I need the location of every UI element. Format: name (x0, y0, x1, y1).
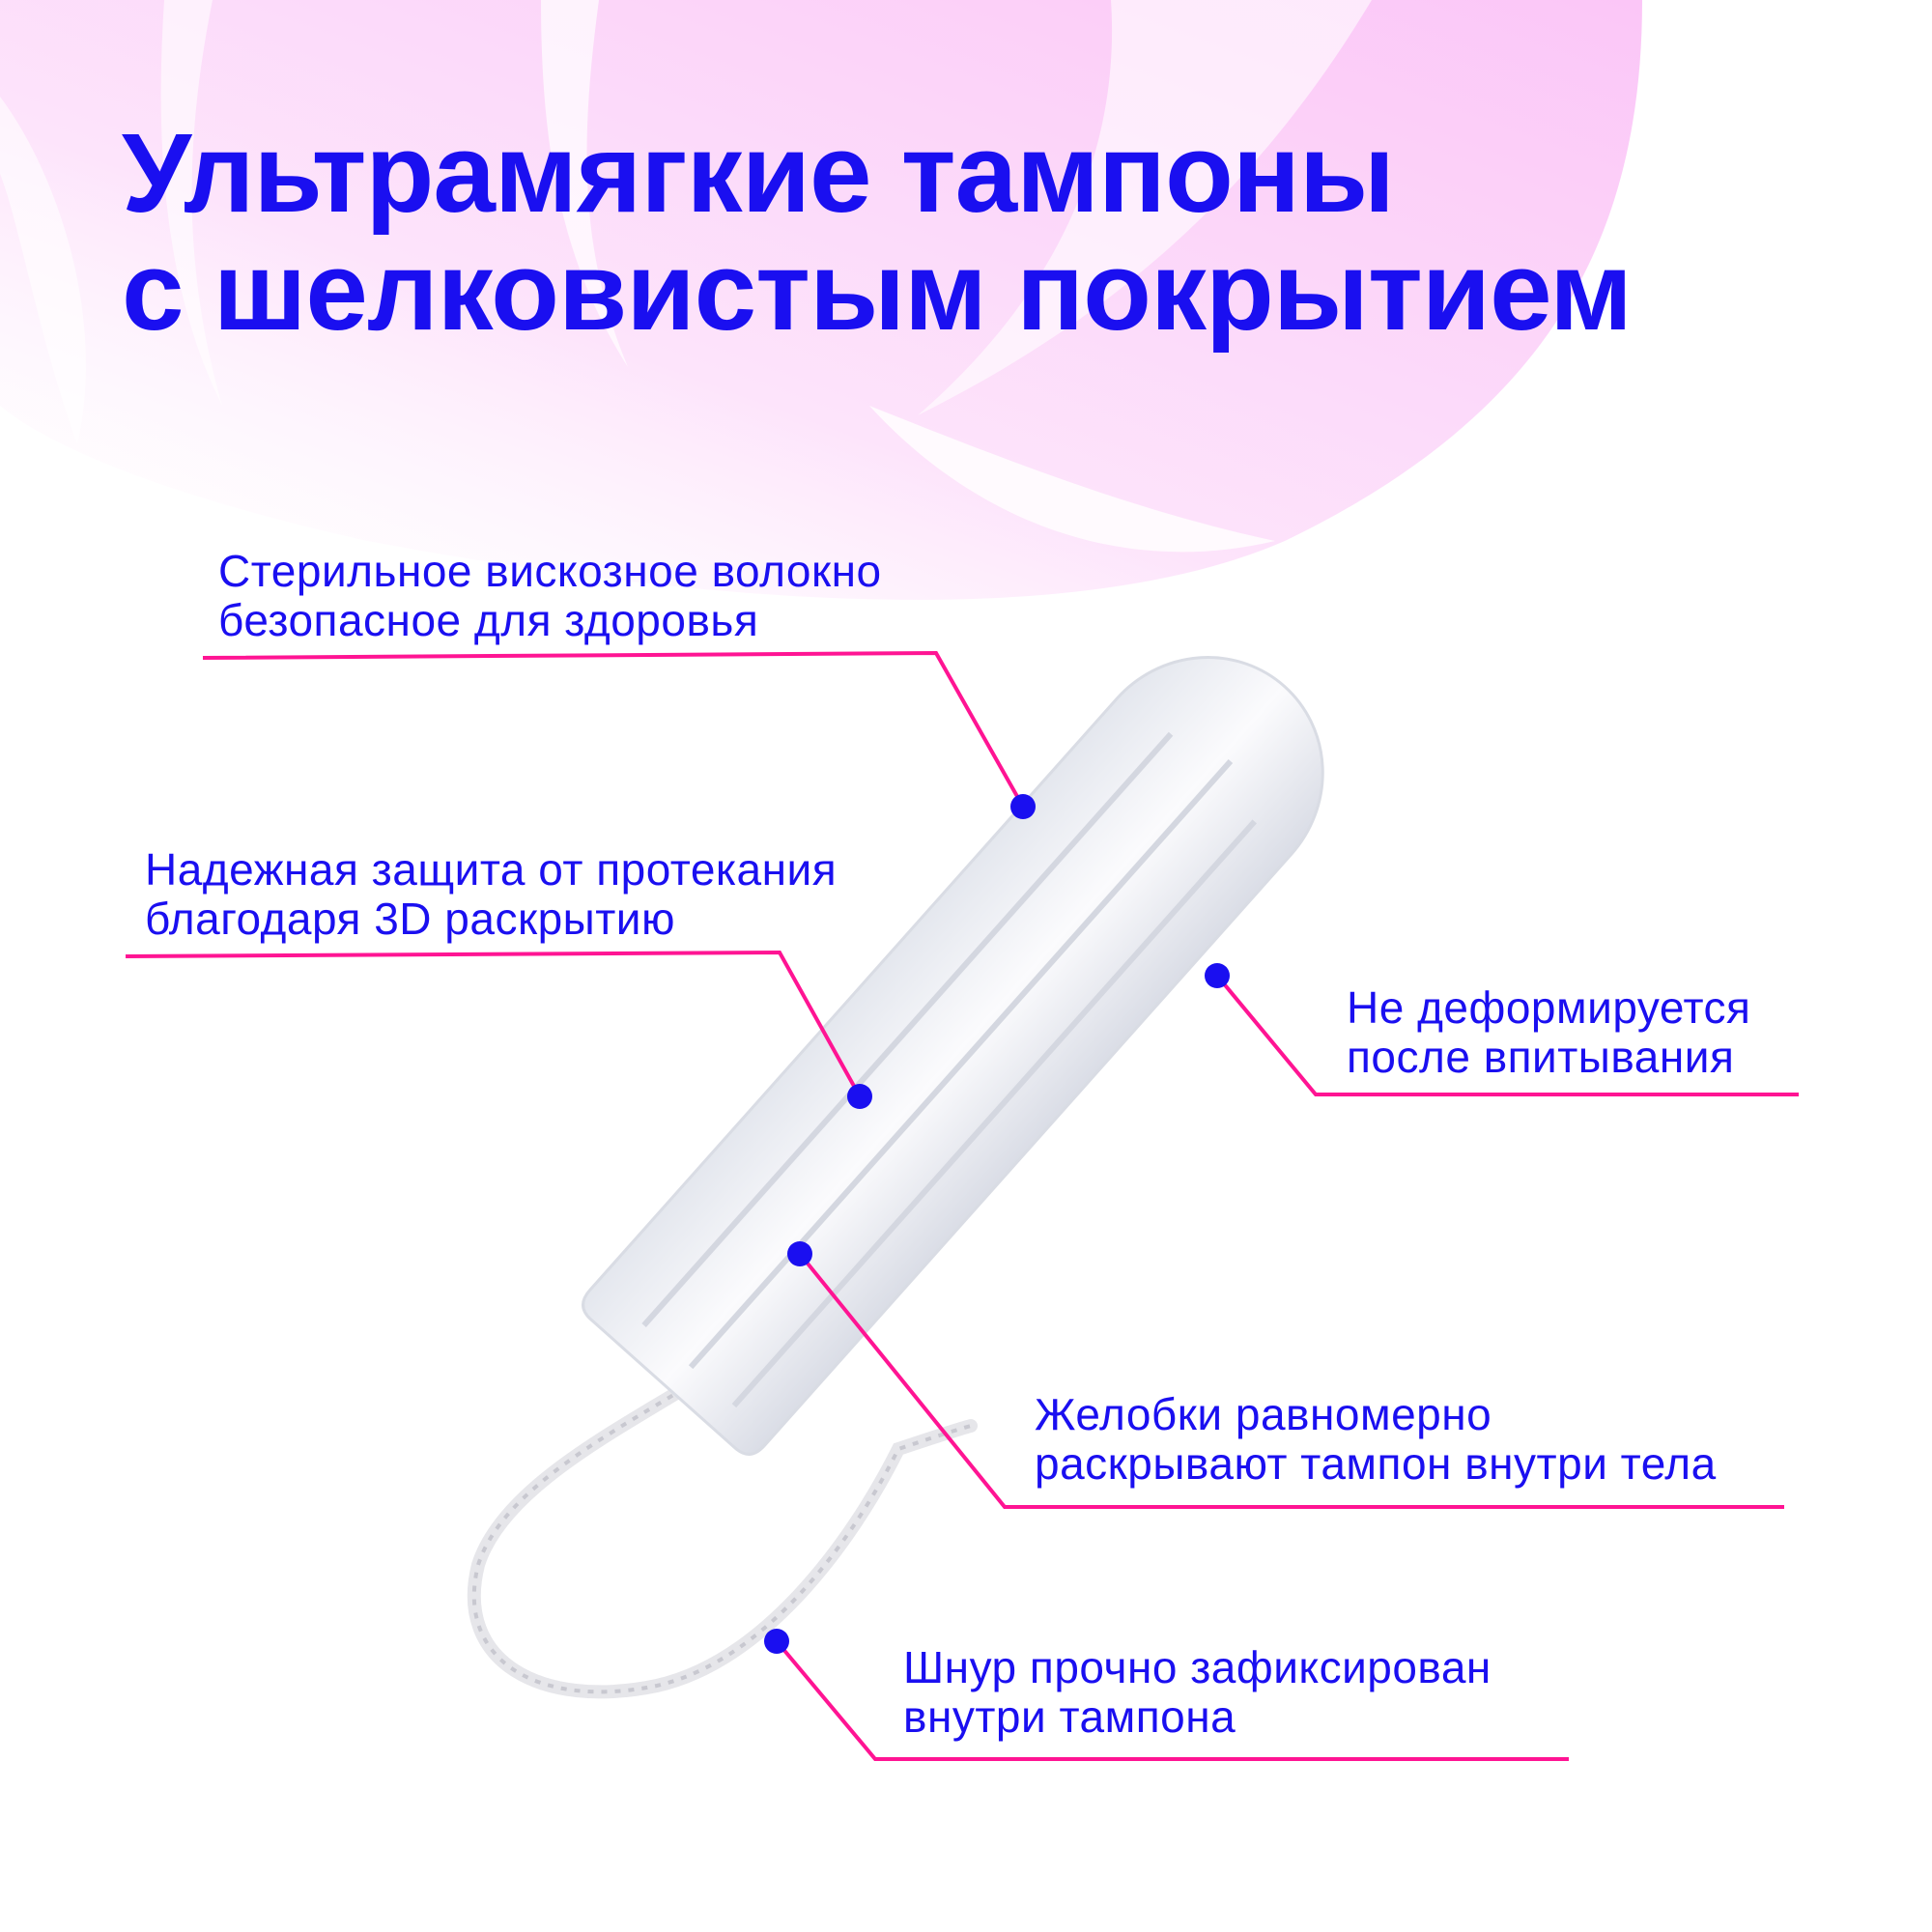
callout-dot-3 (1205, 963, 1230, 988)
callout-dot-1 (1010, 794, 1036, 819)
feature-text: Желобки равномерно (1035, 1389, 1492, 1439)
callout-line-3 (1215, 974, 1799, 1096)
feature-grooves: Желобки равномерно раскрывают тампон вну… (1035, 1390, 1717, 1489)
feature-leak-protection: Надежная защита от протекания благодаря … (145, 845, 837, 944)
callout-dot-2 (847, 1084, 872, 1109)
feature-no-deform: Не деформируется после впитывания (1347, 983, 1750, 1082)
feature-text: раскрывают тампон внутри тела (1035, 1438, 1717, 1489)
callout-dot-5 (764, 1629, 789, 1654)
page-title: Ультрамягкие тампоны с шелковистым покры… (122, 110, 1633, 354)
callout-line-5 (775, 1639, 1569, 1761)
feature-text: внутри тампона (903, 1691, 1236, 1742)
feature-text: после впитывания (1347, 1032, 1735, 1082)
callout-dot-4 (787, 1241, 812, 1266)
feature-text: Не деформируется (1347, 982, 1751, 1033)
callout-line-4 (798, 1252, 1784, 1509)
feature-text: Стерильное вискозное волокно (218, 546, 882, 596)
title-line-2: с шелковистым покрытием (122, 228, 1633, 354)
callout-line-2 (125, 950, 862, 1097)
feature-text: благодаря 3D раскрытию (145, 894, 676, 944)
feature-text: Шнур прочно зафиксирован (903, 1642, 1492, 1692)
feature-text: Надежная защита от протекания (145, 844, 838, 895)
feature-text: безопасное для здоровья (218, 595, 759, 645)
callout-line-1 (202, 650, 1025, 808)
feature-sterile-fiber: Стерильное вискозное волокно безопасное … (218, 547, 882, 645)
feature-string: Шнур прочно зафиксирован внутри тампона (903, 1643, 1492, 1742)
title-line-1: Ультрамягкие тампоны (122, 110, 1395, 236)
